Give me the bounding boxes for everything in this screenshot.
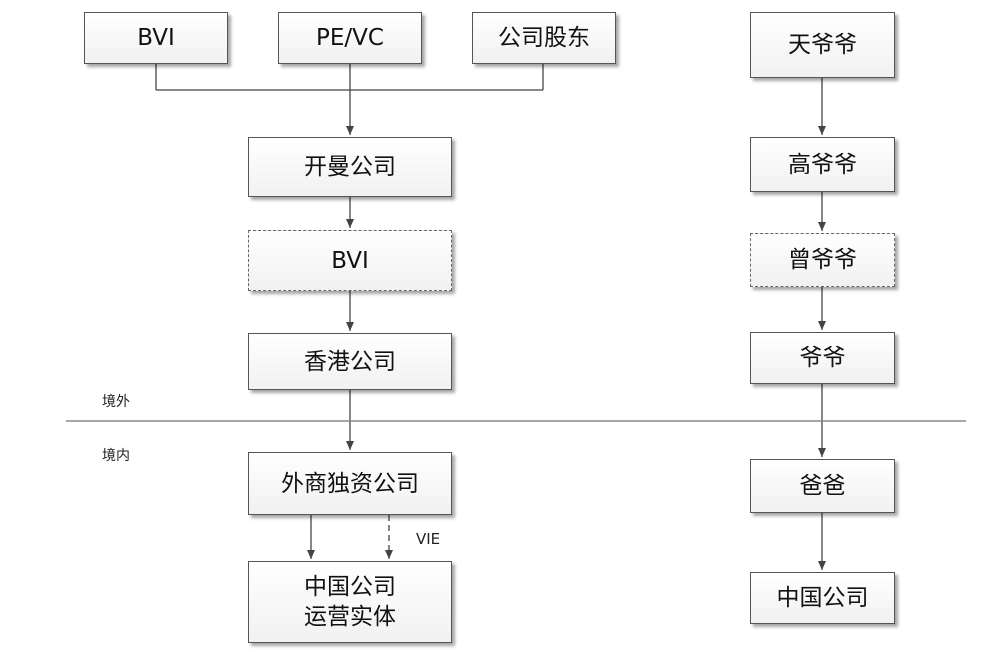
company-shareholder-box: 公司股东 [472,12,616,64]
wfoe-box: 外商独资公司 [248,452,452,515]
offshore-label: 境外 [102,394,130,410]
cayman-company-box: 开曼公司 [248,137,452,197]
pevc-label: PE/VC [316,25,384,51]
china-operating-entity-box: 中国公司 运营实体 [248,561,452,643]
wfoe-label: 外商独资公司 [281,470,419,497]
hongkong-company-box: 香港公司 [248,333,452,390]
company-shareholder-label: 公司股东 [498,25,590,51]
grandpa-label: 爷爷 [799,345,846,371]
dad-box: 爸爸 [750,459,895,513]
gao-grandpa-label: 高爷爷 [788,151,857,178]
bvi-middle-box: BVI [248,230,452,291]
pevc-box: PE/VC [278,12,422,64]
china-company-line1: 中国公司 [304,574,396,600]
gao-grandpa-box: 高爷爷 [750,137,895,192]
tian-grandpa-box: 天爷爷 [750,12,895,78]
vie-label: VIE [416,530,441,548]
bvi-middle-label: BVI [331,247,369,274]
zeng-grandpa-box: 曾爷爷 [750,233,895,287]
grandpa-box: 爷爷 [750,332,895,384]
onshore-label: 境内 [102,448,130,464]
cayman-company-label: 开曼公司 [304,154,396,180]
hongkong-company-label: 香港公司 [304,348,396,375]
bvi-top-label: BVI [137,25,175,51]
tian-grandpa-label: 天爷爷 [788,32,857,58]
china-company-right-label: 中国公司 [776,585,869,611]
zeng-grandpa-label: 曾爷爷 [788,247,857,273]
dad-label: 爸爸 [799,473,846,499]
china-company-line2: 运营实体 [304,604,396,630]
china-company-right-box: 中国公司 [750,572,895,624]
bvi-top-box: BVI [84,12,228,64]
